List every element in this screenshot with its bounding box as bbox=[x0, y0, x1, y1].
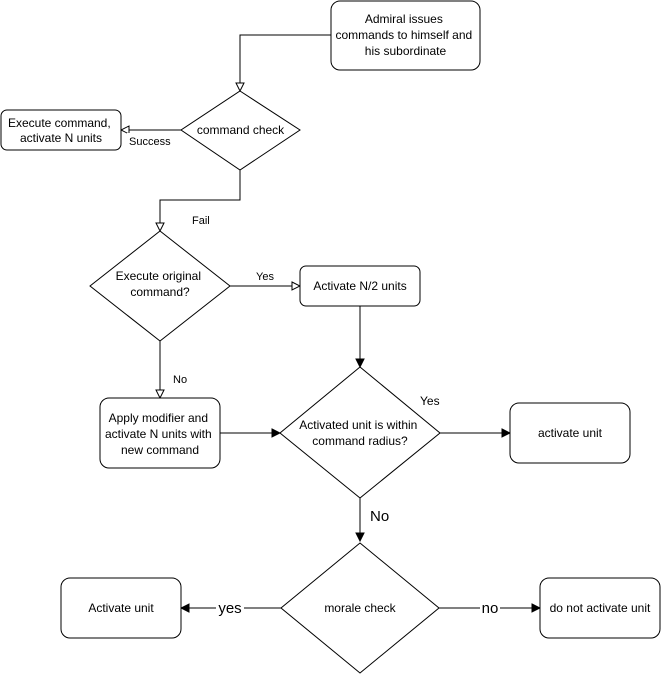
activate-unit-left-text: Activate unit bbox=[88, 601, 154, 615]
do-not-activate-line-1: do not activate unit bbox=[550, 601, 651, 615]
execute-command-line-1: Execute command, bbox=[8, 116, 111, 130]
yes-morale-label: yes bbox=[218, 600, 241, 617]
morale-check-diamond bbox=[280, 542, 440, 674]
execute-command-box bbox=[0, 109, 122, 151]
command-check-diamond bbox=[180, 90, 301, 171]
execute-command-text: Execute command, activate N units bbox=[8, 116, 114, 145]
execute-original-text: Execute original command? bbox=[116, 269, 205, 299]
no-morale-label: no bbox=[482, 600, 499, 617]
yes-original-label: Yes bbox=[256, 271, 274, 283]
apply-modifier-line-2: activate N units with bbox=[105, 427, 212, 441]
activate-unit-right-line-1: activate unit bbox=[538, 426, 603, 440]
fail-label: Fail bbox=[192, 215, 210, 227]
activate-unit-left-line-1: Activate unit bbox=[88, 601, 154, 615]
yes-morale-label-bg bbox=[216, 600, 244, 616]
within-radius-text: Activated unit is within command radius? bbox=[299, 418, 420, 448]
admiral-line-1: Admiral issues bbox=[365, 12, 443, 26]
apply-modifier-box bbox=[99, 397, 221, 469]
within-radius-line-1: Activated unit is within bbox=[299, 418, 417, 432]
activate-half-text: Activate N/2 units bbox=[313, 279, 406, 293]
activate-unit-left-box bbox=[60, 577, 182, 639]
morale-check-line-1: morale check bbox=[324, 601, 396, 615]
apply-modifier-line-1: Apply modifier and bbox=[109, 411, 208, 425]
no-radius-label: No bbox=[370, 508, 389, 525]
activate-half-box bbox=[299, 265, 421, 307]
morale-check-text: morale check bbox=[324, 601, 396, 615]
edge-admiral-to-command-check bbox=[240, 34, 331, 91]
edge-command-check-fail bbox=[160, 170, 241, 231]
execute-original-line-2: command? bbox=[130, 285, 190, 299]
success-label-bg bbox=[127, 133, 174, 147]
command-check-line-1: command check bbox=[197, 123, 285, 137]
apply-modifier-text: Apply modifier and activate N units with… bbox=[105, 411, 215, 457]
within-radius-line-2: command radius? bbox=[312, 434, 408, 448]
admiral-box bbox=[330, 0, 481, 71]
admiral-line-2: commands to himself and bbox=[335, 28, 472, 42]
within-radius-diamond bbox=[279, 366, 441, 499]
command-check-text: command check bbox=[197, 123, 285, 137]
admiral-line-3: his subordinate bbox=[365, 44, 447, 58]
execute-original-line-1: Execute original bbox=[116, 269, 201, 283]
activate-unit-right-box bbox=[509, 402, 631, 464]
no-original-label: No bbox=[173, 374, 187, 386]
execute-command-line-2: activate N units bbox=[20, 131, 102, 145]
apply-modifier-line-3: new command bbox=[121, 443, 199, 457]
no-morale-label-bg bbox=[480, 600, 500, 616]
activate-unit-right-text: activate unit bbox=[538, 426, 603, 440]
activate-half-line-1: Activate N/2 units bbox=[313, 279, 406, 293]
execute-original-diamond bbox=[89, 230, 231, 342]
do-not-activate-text: do not activate unit bbox=[550, 601, 651, 615]
success-label: Success bbox=[129, 136, 171, 148]
do-not-activate-box bbox=[539, 577, 661, 639]
yes-radius-label: Yes bbox=[420, 394, 440, 408]
admiral-text: Admiral issues commands to himself and h… bbox=[335, 12, 475, 58]
